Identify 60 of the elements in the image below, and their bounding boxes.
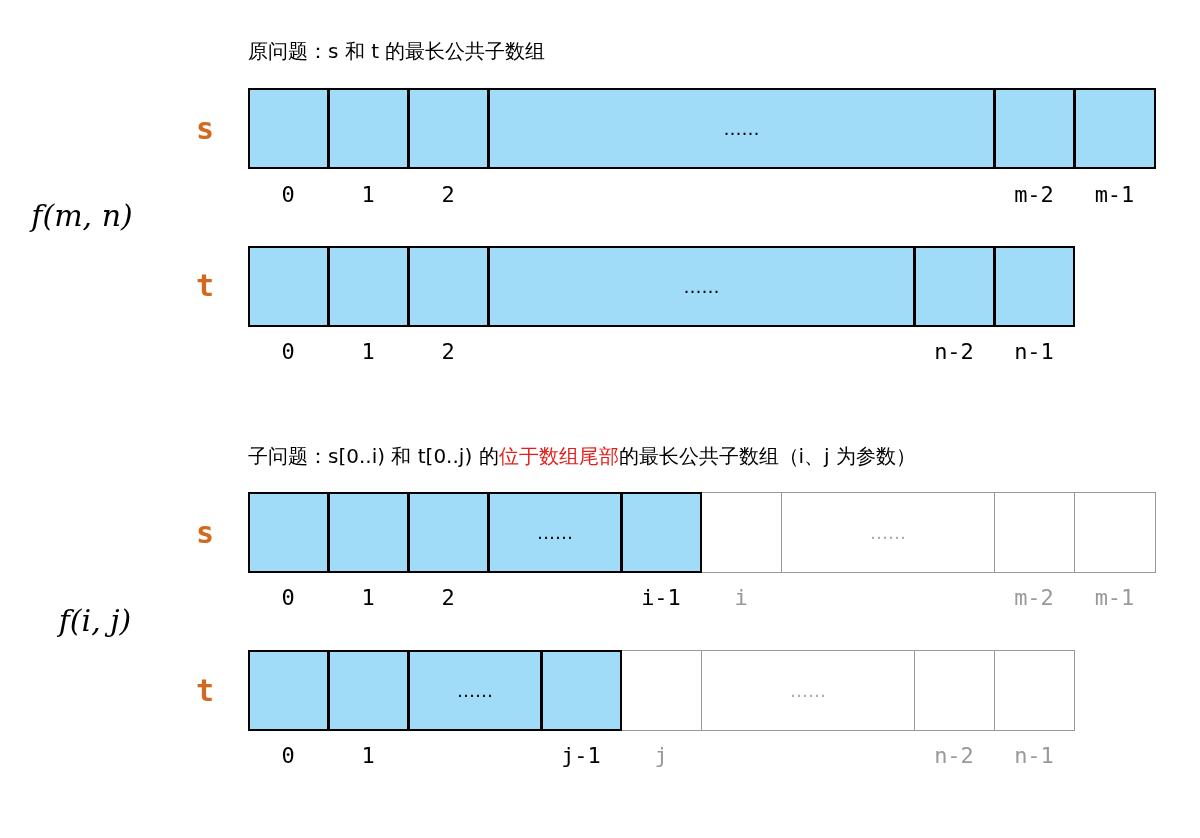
- index-label: n-2: [934, 743, 974, 768]
- array-cell: ……: [781, 492, 995, 573]
- index-label: j-1: [561, 743, 601, 768]
- array-cell: [994, 246, 1075, 327]
- array-name: t: [195, 672, 215, 708]
- array-cell: [328, 650, 409, 731]
- function-label: f(m, n): [31, 197, 133, 233]
- array-cell: ……: [701, 650, 915, 731]
- array-cell: [1074, 88, 1156, 169]
- array-cell: [914, 650, 995, 731]
- array-cell: [914, 246, 995, 327]
- index-label: m-1: [1094, 585, 1135, 610]
- array-cell: [408, 246, 489, 327]
- array-cell: [248, 492, 329, 573]
- array-cell: [621, 492, 702, 573]
- array-name: s: [195, 514, 215, 550]
- index-label: n-1: [1014, 743, 1054, 768]
- index-label: m-1: [1094, 182, 1135, 207]
- array-cell: [248, 88, 329, 169]
- array-cell: [408, 492, 489, 573]
- function-label: f(i, j): [58, 602, 132, 638]
- array-cell: [328, 88, 409, 169]
- array-cell: [328, 246, 409, 327]
- index-label: m-2: [1014, 182, 1054, 207]
- index-label: 0: [281, 182, 295, 207]
- index-label: n-1: [1014, 339, 1054, 364]
- index-label: m-2: [1014, 585, 1054, 610]
- array-cell: [248, 246, 329, 327]
- heading: 原问题：s 和 t 的最长公共子数组: [248, 38, 546, 65]
- index-label: 0: [281, 743, 295, 768]
- index-label: 2: [441, 585, 455, 610]
- array-cell: [248, 650, 329, 731]
- array-cell: [408, 88, 489, 169]
- index-label: i: [734, 585, 748, 610]
- index-label: j: [654, 743, 668, 768]
- heading: 子问题：s[0..i) 和 t[0..j) 的位于数组尾部的最长公共子数组（i、j 为参数）: [248, 443, 917, 470]
- array-cell: [1074, 492, 1156, 573]
- index-label: 1: [361, 585, 375, 610]
- index-label: n-2: [934, 339, 974, 364]
- array-cell: ……: [488, 246, 915, 327]
- index-label: 0: [281, 585, 295, 610]
- index-label: i-1: [641, 585, 681, 610]
- index-label: 1: [361, 182, 375, 207]
- array-cell: [541, 650, 622, 731]
- index-label: 2: [441, 339, 455, 364]
- array-cell: [994, 492, 1075, 573]
- index-label: 0: [281, 339, 295, 364]
- array-cell: ……: [488, 88, 995, 169]
- array-name: t: [195, 267, 215, 303]
- index-label: 1: [361, 743, 375, 768]
- array-cell: [621, 650, 702, 731]
- array-cell: [328, 492, 409, 573]
- array-name: s: [195, 110, 215, 146]
- array-cell: ……: [408, 650, 542, 731]
- array-cell: [994, 650, 1075, 731]
- array-cell: [701, 492, 782, 573]
- array-cell: ……: [488, 492, 622, 573]
- index-label: 2: [441, 182, 455, 207]
- array-cell: [994, 88, 1075, 169]
- index-label: 1: [361, 339, 375, 364]
